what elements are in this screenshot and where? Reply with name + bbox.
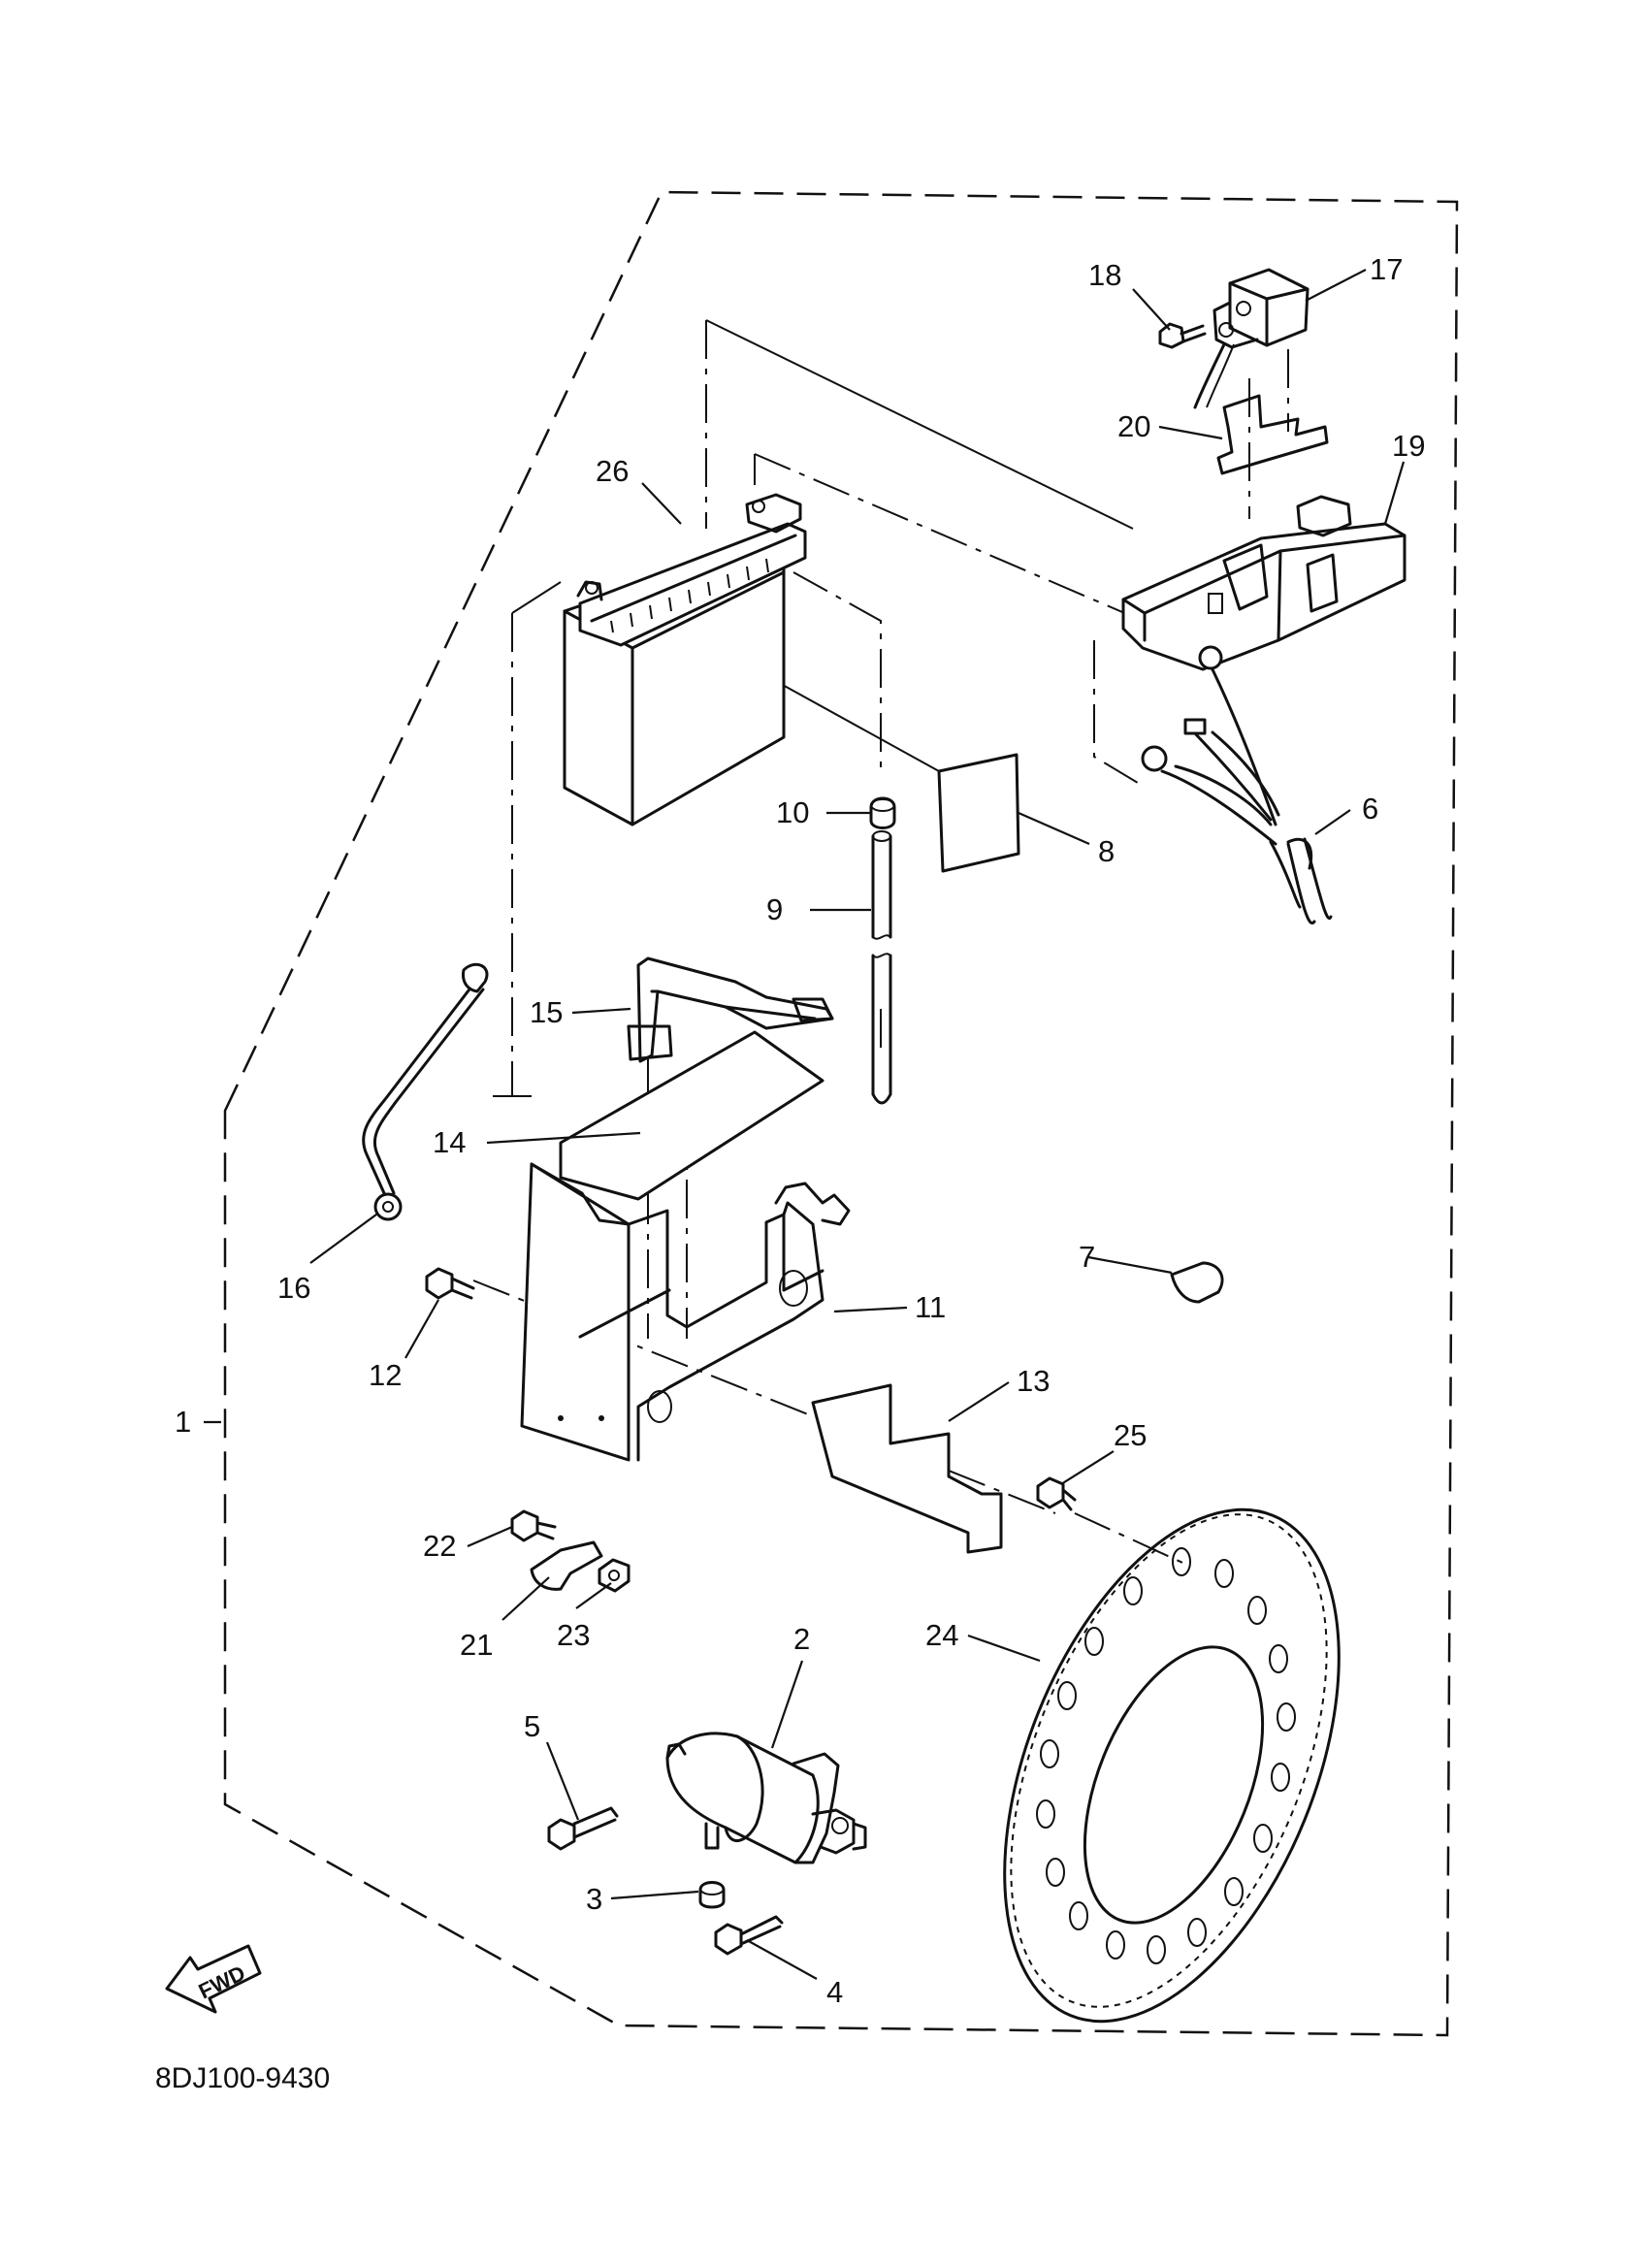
callout-8: 8 — [1098, 834, 1115, 868]
callout-labels: 1 2 3 4 5 6 7 8 9 10 11 12 13 14 15 16 1… — [175, 252, 1425, 2009]
callout-13: 13 — [1017, 1364, 1050, 1398]
callout-9: 9 — [766, 892, 783, 926]
bolt-22 — [510, 1509, 557, 1542]
wire-harness-6 — [1141, 645, 1333, 925]
callout-21: 21 — [460, 1628, 493, 1662]
clamp-10 — [869, 796, 896, 829]
clamp-21 — [530, 1540, 603, 1591]
fuse-box-19 — [1121, 495, 1406, 671]
callout-18: 18 — [1088, 258, 1121, 292]
ground-lead-16 — [362, 962, 489, 1221]
ring-gear-24 — [1003, 1507, 1341, 2024]
battery-box-11 — [520, 1162, 851, 1462]
bolt-5 — [547, 1806, 619, 1851]
callout-2: 2 — [793, 1622, 810, 1656]
callout-7: 7 — [1079, 1240, 1095, 1274]
forward-arrow-icon: FWD — [165, 1944, 262, 2014]
callout-10: 10 — [776, 795, 809, 829]
bolt-12 — [425, 1267, 475, 1300]
hose-9 — [871, 830, 892, 1105]
callout-16: 16 — [277, 1271, 310, 1305]
nut-23 — [598, 1558, 630, 1593]
plate-13 — [811, 1383, 1003, 1554]
callout-17: 17 — [1370, 252, 1403, 286]
relay-17 — [1193, 268, 1310, 409]
callout-15: 15 — [530, 995, 563, 1029]
battery-band-15 — [627, 956, 834, 1063]
bolt-25 — [1036, 1476, 1077, 1511]
callout-23: 23 — [557, 1618, 590, 1652]
callout-6: 6 — [1362, 792, 1378, 826]
bolt-18 — [1158, 322, 1207, 349]
drawing-code: 8DJ100-9430 — [155, 2062, 330, 2094]
battery-26 — [563, 493, 807, 826]
callout-4: 4 — [826, 1975, 843, 2009]
callout-26: 26 — [596, 454, 629, 488]
starter-motor-2 — [665, 1732, 867, 1864]
bolt-4 — [714, 1915, 784, 1956]
callout-1: 1 — [175, 1405, 191, 1439]
ring-gear-holes — [1036, 1547, 1296, 1964]
callout-3: 3 — [586, 1882, 602, 1916]
o-ring-3 — [698, 1881, 726, 1909]
leader-lines — [204, 269, 1406, 1980]
callout-11: 11 — [915, 1290, 946, 1324]
assembly-boundary — [223, 190, 1459, 2037]
callout-14: 14 — [433, 1125, 466, 1159]
callout-25: 25 — [1114, 1418, 1147, 1452]
bracket-20 — [1216, 394, 1329, 475]
callout-19: 19 — [1392, 429, 1425, 463]
callout-12: 12 — [369, 1358, 402, 1392]
pad-8 — [937, 753, 1020, 873]
callout-24: 24 — [925, 1618, 958, 1652]
callout-22: 22 — [423, 1529, 456, 1563]
sheet-14 — [559, 1030, 824, 1201]
callout-5: 5 — [524, 1709, 540, 1743]
callout-20: 20 — [1117, 409, 1150, 443]
clamp-7 — [1170, 1261, 1224, 1304]
